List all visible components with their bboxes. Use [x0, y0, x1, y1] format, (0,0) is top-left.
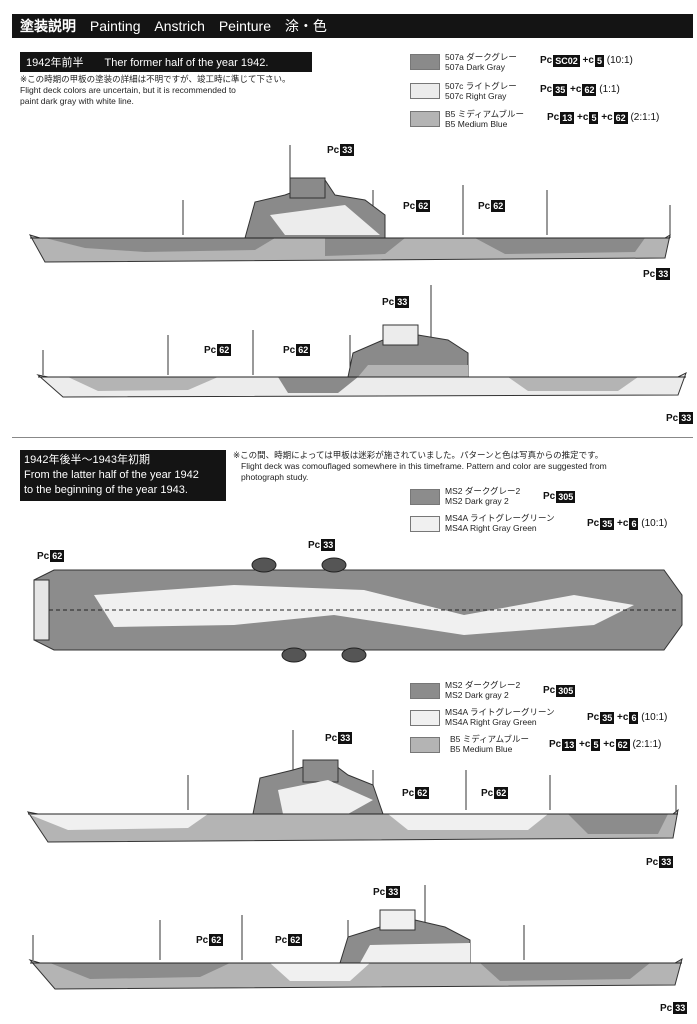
section2-title-2: to the beginning of the year 1943. — [24, 484, 188, 496]
swatch-507a-jp: 507a ダークグレー — [445, 52, 517, 62]
section1-note-en2: paint dark gray with white line. — [20, 96, 134, 106]
section1-tag: 1942年前半 Ther former half of the year 194… — [20, 52, 312, 72]
ship-profile-1-port — [36, 285, 687, 398]
swatch-507c-en: 507c Right Gray — [445, 91, 507, 101]
swatch-507c — [410, 83, 440, 99]
swatch-ms4a-hull — [410, 710, 440, 726]
header-title-cn: 涂・色 — [284, 18, 327, 34]
header-title-anstrich: Anstrich — [154, 18, 205, 34]
section2-note-jp: ※この間、時期によっては甲板は迷彩が施されていました。パターンと色は写真からの推… — [233, 450, 604, 460]
header-bar: 塗装説明 Painting Anstrich Peinture 涂・色 — [12, 14, 693, 38]
section2-title-1: From the latter half of the year 1942 — [24, 469, 199, 481]
swatch-507a-label: 507a ダークグレー 507a Dark Gray — [445, 52, 517, 72]
header-title-peinture: Peinture — [218, 18, 271, 34]
header-title-jp: 塗装説明 — [20, 18, 76, 34]
swatch-b5-hull — [410, 737, 440, 753]
swatch-b5 — [410, 111, 440, 127]
swatch-ms2-deck — [410, 489, 440, 505]
swatch-b5-jp: B5 ミディアムブルー — [445, 109, 525, 119]
section1-period: 1942年前半 — [26, 57, 84, 69]
section1-title: Ther former half of the year 1942. — [104, 57, 269, 69]
section1-note-jp: ※この時期の甲板の塗装の詳細は不明ですが、竣工時に準じて下さい。 — [20, 74, 291, 84]
ship-profile-2-starboard — [26, 730, 679, 843]
section1-note: ※この時期の甲板の塗装の詳細は不明ですが、竣工時に準じて下さい。 Flight … — [20, 74, 320, 107]
swatch-b5-label: B5 ミディアムブルー B5 Medium Blue — [445, 109, 524, 129]
swatch-507c-jp: 507c ライトグレー — [445, 81, 517, 91]
section1-note-en1: Flight deck colors are uncertain, but it… — [20, 85, 236, 95]
flight-deck-plan — [33, 557, 683, 663]
swatch-ms4a-deck — [410, 516, 440, 532]
swatch-507a — [410, 54, 440, 70]
header-title-painting: Painting — [89, 18, 141, 34]
section2-tag: 1942年後半～1943年初期 From the latter half of … — [20, 450, 226, 501]
ship-profile-1-starboard — [28, 145, 671, 263]
swatch-ms2-hull — [410, 683, 440, 699]
ship-profile-2-port — [28, 885, 683, 990]
section2-note-en2: photograph study. — [241, 472, 309, 482]
section2-note: ※この間、時期によっては甲板は迷彩が施されていました。パターンと色は写真からの推… — [233, 450, 683, 483]
swatch-b5-en: B5 Medium Blue — [445, 119, 508, 129]
section-divider — [12, 437, 693, 438]
section2-period: 1942年後半～1943年初期 — [24, 454, 150, 466]
swatch-507c-label: 507c ライトグレー 507c Right Gray — [445, 81, 517, 101]
swatch-507a-en: 507a Dark Gray — [445, 62, 505, 72]
section2-note-en1: Flight deck was comouflaged somewhere in… — [241, 461, 607, 471]
